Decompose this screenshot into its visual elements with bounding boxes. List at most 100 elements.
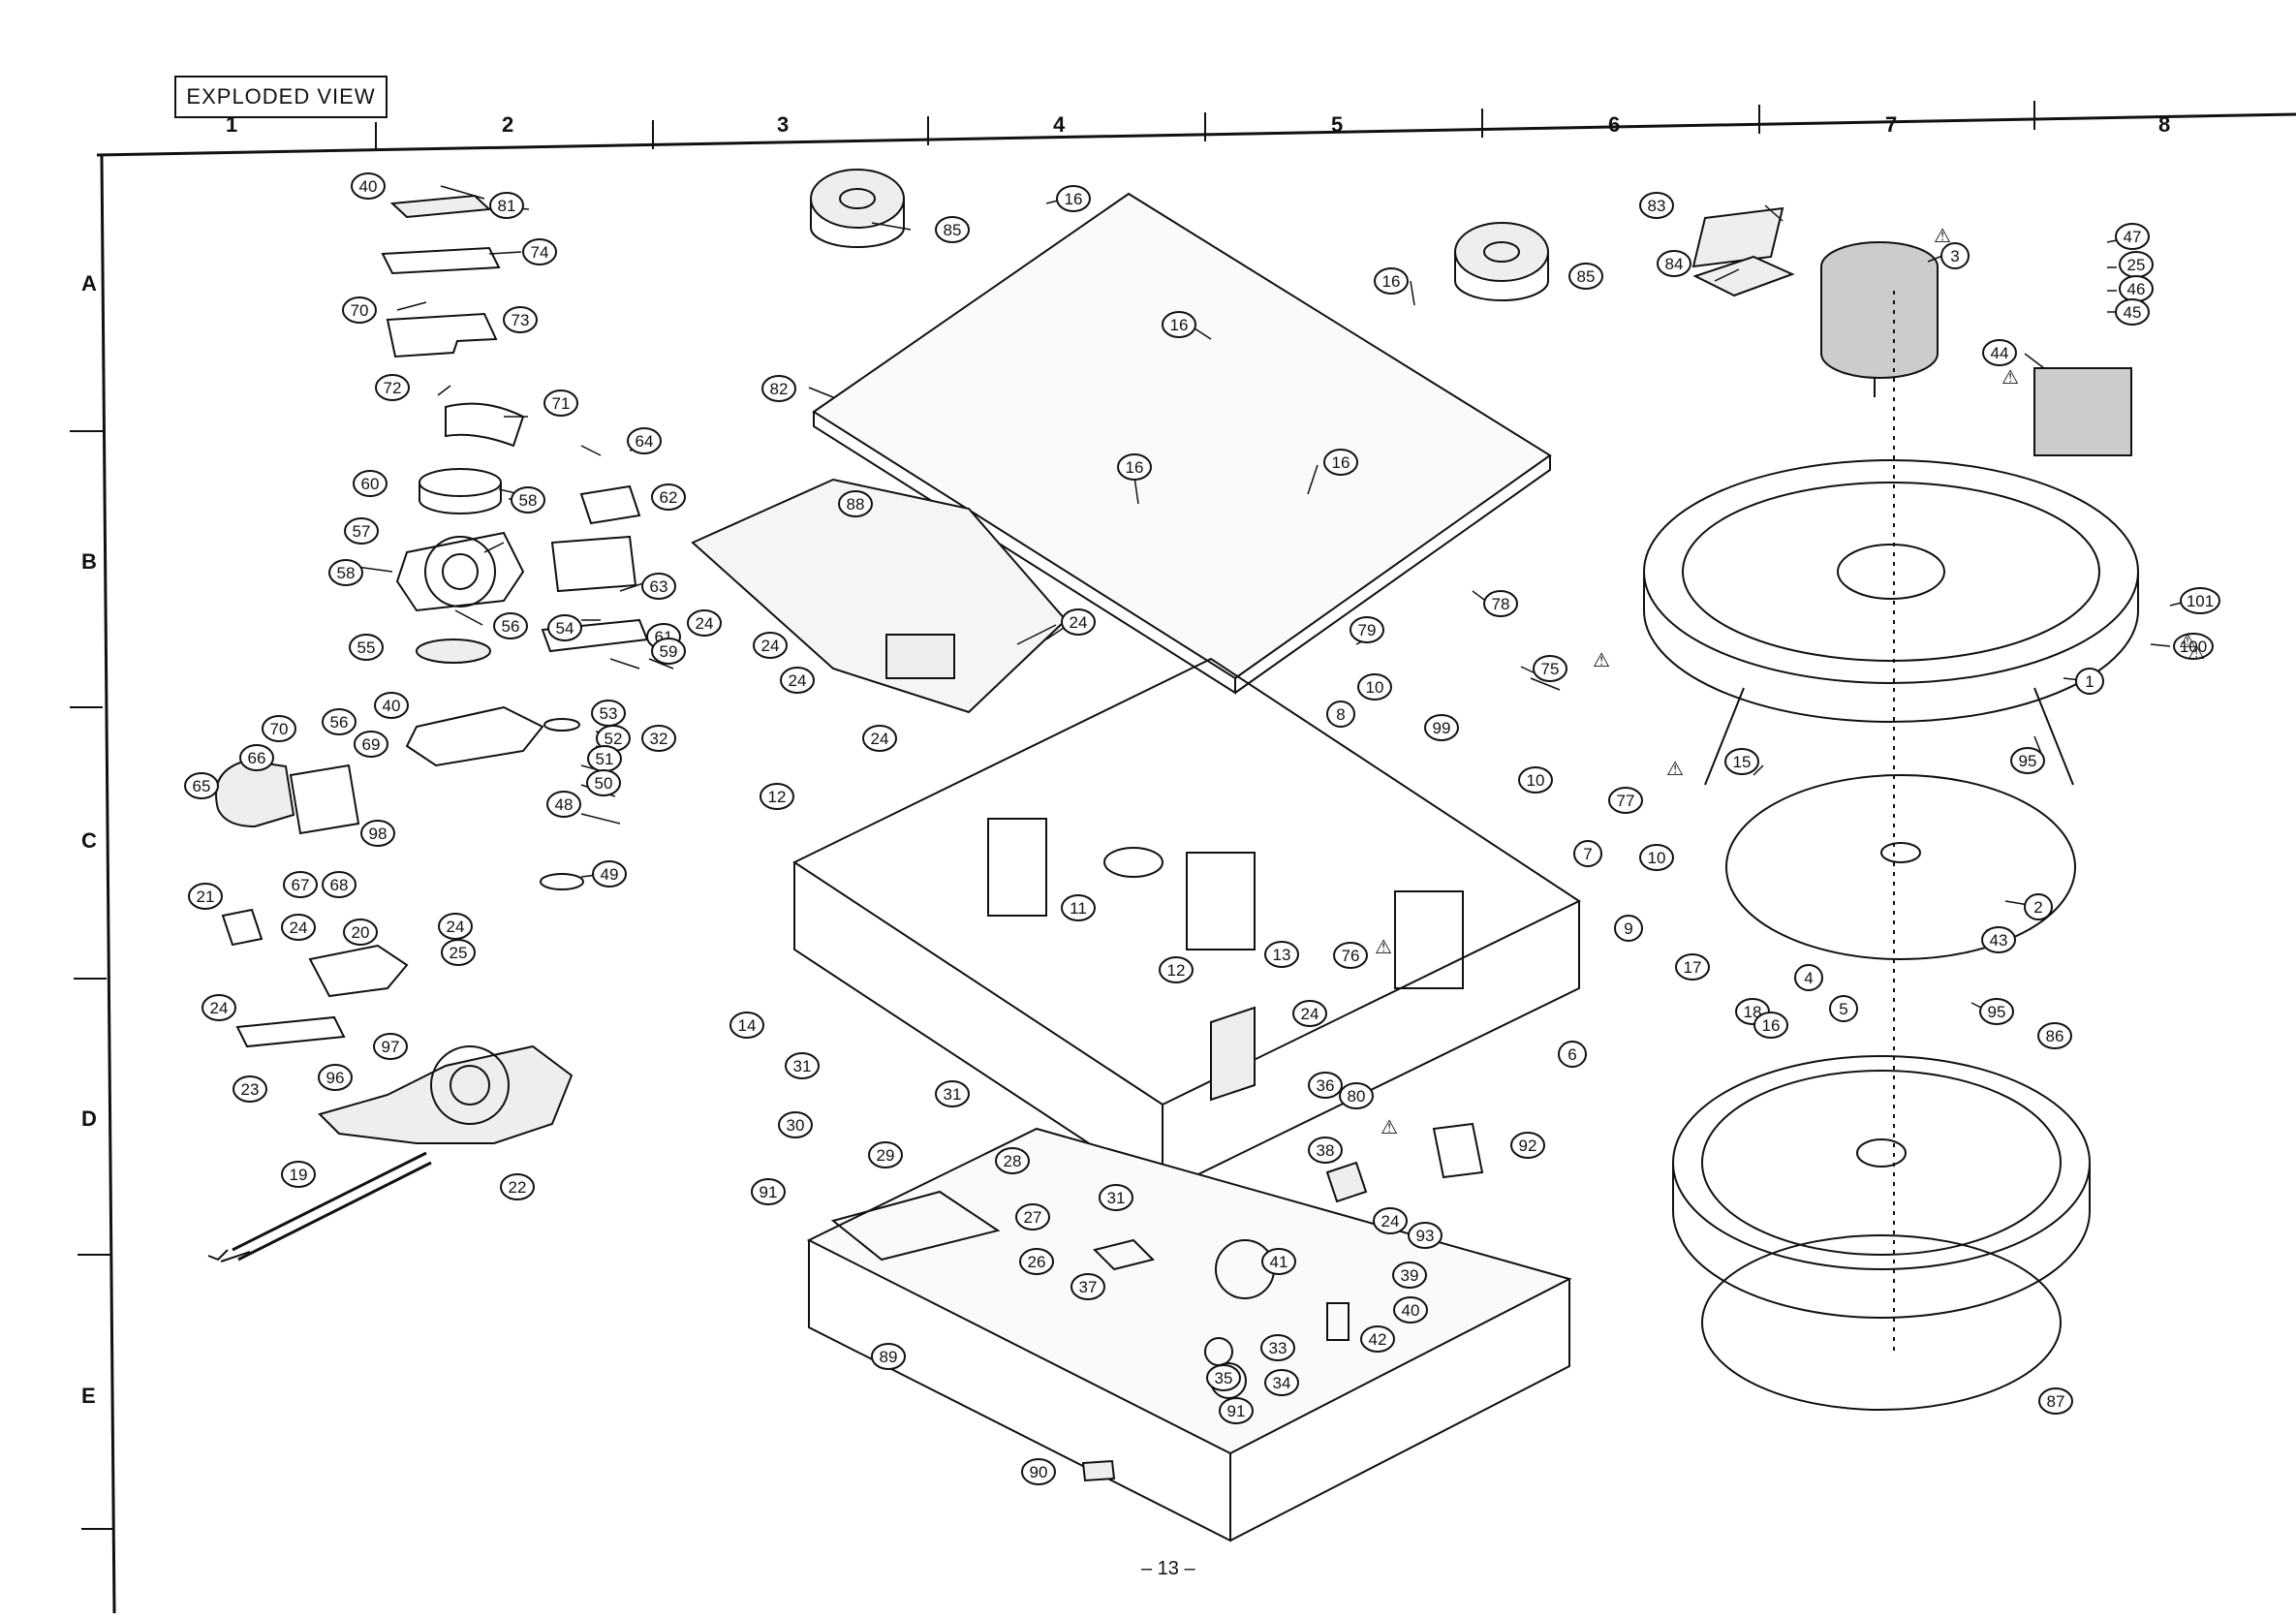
column-label: 2 — [502, 112, 514, 137]
callout-bubble — [1657, 250, 1691, 277]
callout-bubble — [1979, 998, 2014, 1025]
part-callout: 1 — [2075, 668, 2104, 695]
part-callout: 73 — [503, 306, 538, 333]
callout-bubble — [1326, 701, 1355, 728]
callout-bubble — [729, 1012, 764, 1039]
callout-number: 47 — [2124, 228, 2142, 246]
callout-number: 25 — [450, 944, 468, 962]
part-callout: 56 — [493, 612, 528, 639]
callout-bubble — [1573, 840, 1602, 867]
callout-number: 96 — [326, 1069, 345, 1087]
callout-bubble — [281, 1161, 316, 1188]
callout-bubble — [375, 374, 410, 401]
column-label: 5 — [1331, 112, 1344, 137]
callout-bubble — [1533, 655, 1567, 682]
callout-number: 54 — [556, 619, 574, 638]
callout-bubble — [343, 919, 378, 946]
callout-number: 95 — [2019, 752, 2037, 770]
part-callout: 78 — [1483, 590, 1518, 617]
part-callout: 42 — [1360, 1325, 1395, 1353]
callout-number: 34 — [1273, 1374, 1291, 1392]
callout-number: 31 — [944, 1085, 962, 1104]
part-callout: 15 — [1724, 748, 1759, 775]
part-callout: 40 — [351, 172, 386, 200]
part-callout: 12 — [1159, 956, 1194, 983]
part-callout: 45 — [2115, 298, 2150, 326]
part-callout: 48 — [546, 791, 581, 818]
part-callout: 31 — [935, 1080, 970, 1107]
callout-number: 49 — [601, 865, 619, 884]
part-callout: 75 — [1533, 655, 1567, 682]
callout-number: 24 — [761, 637, 780, 655]
part-callout: 21 — [188, 883, 223, 910]
callout-bubble — [239, 744, 274, 771]
callout-number: 40 — [1402, 1301, 1420, 1320]
callout-number: 58 — [519, 491, 538, 510]
callout-number: 12 — [1167, 961, 1186, 980]
part-callout: 10 — [1518, 766, 1553, 794]
callout-number: 16 — [1126, 458, 1144, 477]
part-callout: 96 — [318, 1064, 353, 1091]
column-label: 6 — [1608, 112, 1621, 137]
callout-number: 55 — [357, 639, 376, 657]
part-callout: 16 — [1056, 185, 1091, 212]
part-callout: 16 — [1117, 453, 1152, 481]
callout-bubble — [1162, 311, 1196, 338]
callout-bubble — [1292, 1000, 1327, 1027]
callout-bubble — [374, 692, 409, 719]
callout-bubble — [1021, 1458, 1056, 1485]
diagram-title: EXPLODED VIEW — [174, 76, 388, 118]
callout-number: 70 — [351, 301, 369, 320]
part-callout: 6 — [1558, 1041, 1587, 1068]
callout-bubble — [2173, 633, 2214, 660]
callout-number: 32 — [650, 730, 668, 748]
part-callout: 24 — [862, 725, 897, 752]
part-callout: 10 — [1639, 844, 1674, 871]
callout-bubble — [651, 638, 686, 665]
callout-number: 10 — [1648, 849, 1666, 867]
callout-number: 59 — [660, 642, 678, 661]
part-callout: 50 — [586, 769, 621, 796]
callout-bubble — [1159, 956, 1194, 983]
callout-bubble — [2038, 1387, 2073, 1415]
callout-bubble — [785, 1052, 820, 1079]
part-callout: 24 — [281, 914, 316, 941]
callout-number: 82 — [770, 380, 789, 398]
callout-bubble — [935, 1080, 970, 1107]
callout-bubble — [2024, 893, 2053, 920]
column-label: 3 — [777, 112, 790, 137]
callout-number: 40 — [383, 697, 401, 715]
part-callout: 39 — [1392, 1262, 1427, 1289]
part-callout: 76 — [1333, 942, 1368, 969]
callout-bubble — [1829, 995, 1858, 1022]
callout-bubble — [868, 1141, 903, 1168]
part-callout: 80 — [1339, 1082, 1374, 1109]
callout-number: 36 — [1317, 1076, 1335, 1095]
callout-bubble — [1608, 787, 1643, 814]
callout-bubble — [1099, 1184, 1133, 1211]
callout-bubble — [1308, 1137, 1343, 1164]
callout-number: 58 — [337, 564, 356, 582]
part-callout: 77 — [1608, 787, 1643, 814]
callout-number: 22 — [509, 1178, 527, 1197]
callout-bubble — [503, 306, 538, 333]
callout-number: 89 — [880, 1348, 898, 1366]
callout-number: 6 — [1567, 1045, 1576, 1064]
callout-number: 12 — [768, 788, 787, 806]
callout-number: 24 — [210, 999, 229, 1017]
callout-bubble — [1264, 1369, 1299, 1396]
callout-number: 17 — [1684, 958, 1702, 977]
callout-number: 14 — [738, 1016, 757, 1035]
part-callout: 89 — [871, 1343, 906, 1370]
callout-number: 10 — [1366, 678, 1384, 697]
callout-number: 46 — [2127, 280, 2146, 298]
part-callout: 74 — [522, 238, 557, 265]
callout-number: 1 — [2085, 672, 2094, 691]
callout-number: 76 — [1342, 947, 1360, 965]
part-callout: 25 — [2119, 251, 2154, 278]
part-callout: 24 — [1373, 1207, 1408, 1234]
part-callout: 67 — [283, 871, 318, 898]
callout-number: 90 — [1030, 1463, 1048, 1481]
callout-bubble — [283, 871, 318, 898]
